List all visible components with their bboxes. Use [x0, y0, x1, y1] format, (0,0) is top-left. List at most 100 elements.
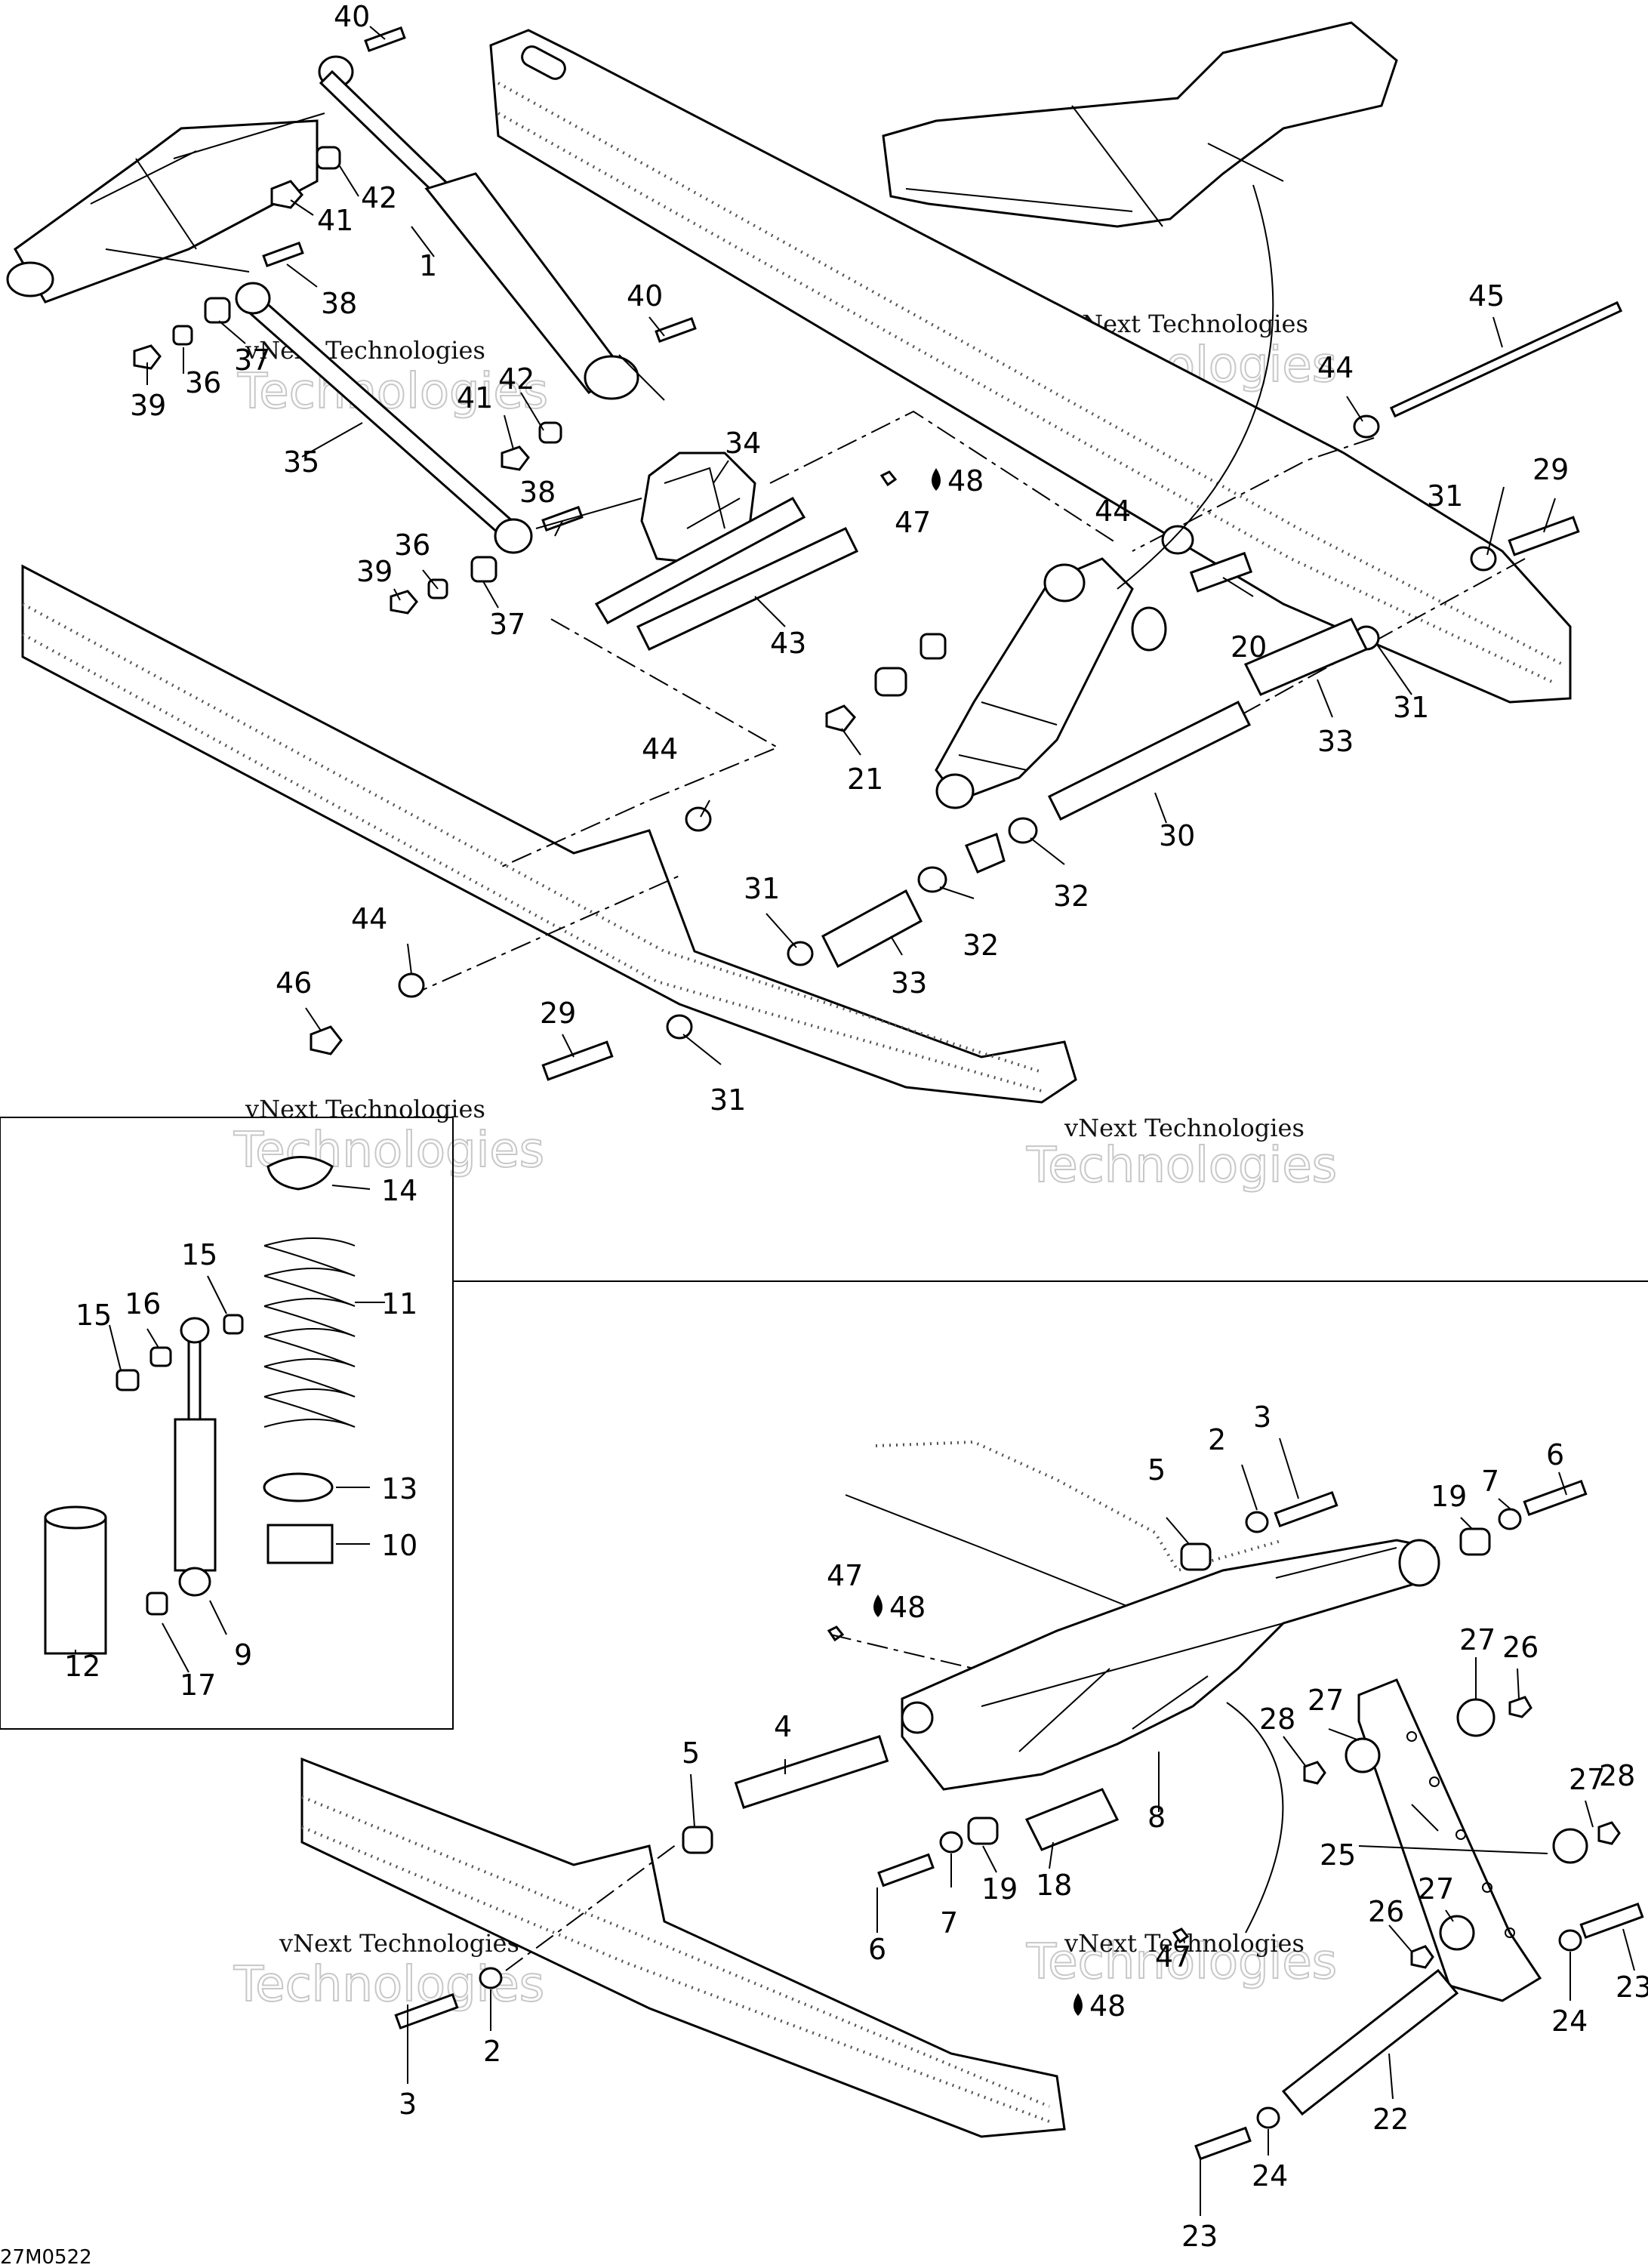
callout-19: 19	[981, 1872, 1018, 1906]
bolt-29a	[1508, 516, 1580, 556]
callout-28: 28	[1259, 1703, 1295, 1736]
callout-24: 24	[1252, 2159, 1288, 2193]
washer-31a	[1470, 546, 1497, 572]
watermark-text-3: vNext Technologies	[245, 1095, 485, 1123]
arrow-38a-frame	[105, 248, 250, 273]
callout-26: 26	[1502, 1631, 1539, 1664]
rear-link-25	[1357, 1678, 1542, 2002]
shaft-43	[636, 527, 859, 651]
washer-27d	[1439, 1915, 1475, 1951]
callout-22: 22	[1372, 2103, 1409, 2136]
callout-47: 47	[827, 1559, 863, 1592]
callout-17: 17	[180, 1669, 216, 1702]
callout-23: 23	[1616, 1971, 1648, 2004]
grease-fitting-47a	[879, 470, 898, 487]
callout-44: 44	[1317, 351, 1354, 384]
arrow-40a-frame	[173, 112, 325, 159]
callout-6: 6	[1546, 1438, 1564, 1471]
callout-7: 7	[1481, 1465, 1499, 1498]
bolt-3b	[394, 1992, 459, 2030]
pivot-block	[1131, 606, 1167, 652]
lubricant-symbol	[932, 468, 941, 491]
shock-detail-inset	[0, 1117, 454, 1730]
washer-7a	[1498, 1508, 1522, 1530]
callout-38: 38	[519, 476, 556, 509]
callout-30: 30	[1159, 819, 1195, 852]
callout-46: 46	[276, 966, 312, 1000]
callout-3: 3	[1253, 1401, 1271, 1434]
assembly-line-d	[1222, 558, 1526, 726]
callout-27: 27	[1459, 1623, 1496, 1656]
bushing-37a	[204, 297, 231, 324]
bushing-5a	[1180, 1542, 1212, 1571]
washer-36a	[172, 325, 193, 346]
bushing-5b	[682, 1826, 713, 1854]
tube-18	[1024, 1788, 1120, 1851]
watermark-group: Technologies vNext Technologies Technolo…	[233, 310, 1338, 2014]
lubricant-symbol	[873, 1595, 883, 1617]
washer-2b	[479, 1967, 503, 1989]
callout-42: 42	[361, 181, 397, 214]
callout-31: 31	[1427, 479, 1463, 513]
spacer-33b	[821, 889, 923, 969]
callout-38: 38	[321, 287, 357, 320]
watermark-text-4: vNext Technologies	[1064, 1114, 1305, 1142]
callout-39: 39	[130, 389, 166, 422]
spacer-42a	[316, 146, 341, 170]
tube-4	[734, 1735, 889, 1809]
rear-shock	[935, 557, 1134, 809]
washer-27c	[1552, 1828, 1588, 1864]
callout-32: 32	[1053, 880, 1089, 913]
tube-22	[1281, 1968, 1459, 2116]
watermark-bg-1: Technologies	[237, 364, 548, 420]
callout-15: 15	[75, 1299, 112, 1332]
washer-31d	[666, 1014, 693, 1040]
nut-41b	[501, 445, 530, 471]
callout-40: 40	[334, 0, 370, 33]
rail-upper-bg-lower	[845, 1440, 1284, 1609]
bushing-19b	[967, 1817, 999, 1845]
callout-12: 12	[64, 1650, 100, 1683]
spacer-21	[919, 633, 947, 660]
callout-48: 48	[1089, 1989, 1126, 2023]
long-bolt-45	[1389, 300, 1623, 418]
damper-1	[318, 55, 639, 400]
callout-15: 15	[181, 1238, 217, 1271]
callout-39: 39	[356, 555, 393, 588]
callout-16: 16	[125, 1287, 161, 1320]
rear-arm-assembly	[901, 1539, 1440, 1791]
arrow-lower-link	[1226, 1702, 1284, 1934]
callout-leaders	[75, 26, 1635, 2216]
bolt-23b	[1194, 2126, 1252, 2161]
grease-fitting-47c	[1172, 1927, 1190, 1944]
callout-37: 37	[234, 344, 270, 377]
callout-10: 10	[381, 1529, 417, 1562]
washer-2a	[1245, 1511, 1269, 1533]
callout-5: 5	[682, 1736, 700, 1770]
callout-40: 40	[627, 279, 663, 313]
callout-48: 48	[889, 1591, 926, 1624]
callout-33: 33	[891, 966, 927, 1000]
washer-44c	[685, 806, 712, 832]
assembly-line-f	[830, 1634, 975, 1669]
callout-2: 2	[1208, 1423, 1226, 1456]
pivot-bracket-34	[594, 451, 806, 624]
callout-19: 19	[1431, 1480, 1467, 1513]
nut-28a	[1303, 1761, 1326, 1785]
washer-27a	[1456, 1698, 1496, 1737]
nut-39b	[390, 590, 418, 615]
front-arm-assembly-upper	[882, 21, 1398, 228]
washer-24b	[1256, 2106, 1280, 2129]
bolt-29b	[541, 1040, 614, 1081]
callout-48: 48	[947, 464, 984, 498]
assembly-line-b	[769, 410, 1118, 544]
callout-31: 31	[1393, 691, 1429, 724]
arrow-shock-to-arm	[1117, 184, 1274, 590]
assembly-line-g	[505, 1841, 680, 1971]
bushing-37b	[470, 556, 497, 583]
arrow-38b-bracket	[535, 498, 642, 529]
callout-27: 27	[1308, 1684, 1344, 1717]
callout-27: 27	[1569, 1763, 1605, 1796]
callout-26: 26	[1368, 1895, 1404, 1928]
callout-8: 8	[1147, 1801, 1166, 1834]
